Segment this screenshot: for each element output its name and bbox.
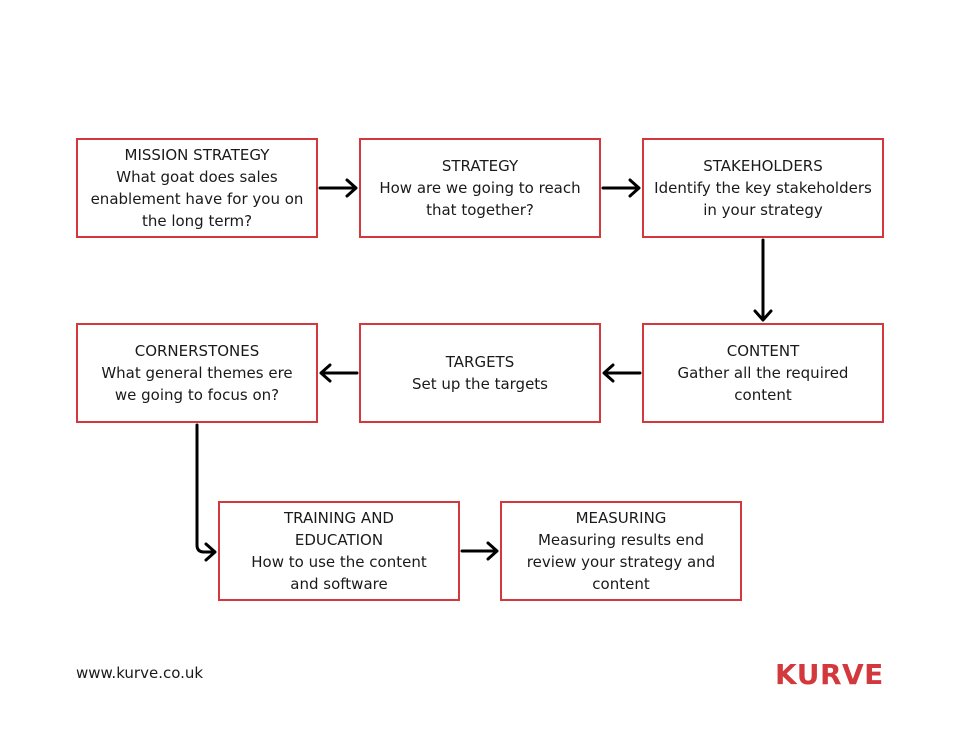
arrow-strategy-to-stakeholders [601,178,641,198]
content-box: CONTENT Gather all the required content [642,323,884,423]
mission-strategy-desc: What goat does sales enablement have for… [90,168,304,230]
strategy-title: STRATEGY [441,157,519,175]
training-education-desc: How to use the content and software [251,553,427,593]
cornerstones-box: CORNERSTONES What general themes ere we … [76,323,318,423]
footer-url[interactable]: www.kurve.co.uk [76,664,204,682]
cornerstones-title: CORNERSTONES [134,342,260,360]
stakeholders-title: STAKEHOLDERS [703,157,823,175]
arrow-mission-to-strategy [318,178,358,198]
training-education-title: TRAINING AND EDUCATION [284,509,394,549]
strategy-box: STRATEGY How are we going to reach that … [359,138,601,238]
arrow-stakeholders-to-content [753,238,773,322]
strategy-desc: How are we going to reach that together? [379,179,581,219]
arrow-content-to-targets [602,363,642,383]
arrow-targets-to-cornerstones [319,363,359,383]
measuring-desc: Measuring results end review your strate… [526,531,716,593]
arrow-cornerstones-to-training [195,423,217,562]
stakeholders-box: STAKEHOLDERS Identify the key stakeholde… [642,138,884,238]
targets-title: TARGETS [445,353,515,371]
training-education-box: TRAINING AND EDUCATION How to use the co… [218,501,460,601]
mission-strategy-box: MISSION STRATEGY What goat does sales en… [76,138,318,238]
measuring-title: MEASURING [575,509,667,527]
targets-box: TARGETS Set up the targets [359,323,601,423]
stakeholders-desc: Identify the key stakeholders in your st… [654,179,872,219]
content-desc: Gather all the required content [677,364,849,404]
targets-desc: Set up the targets [411,375,548,393]
cornerstones-desc: What general themes ere we going to focu… [101,364,293,404]
arrow-training-to-measuring [460,541,499,561]
content-title: CONTENT [726,342,800,360]
kurve-logo: KURVE [775,658,884,691]
mission-strategy-title: MISSION STRATEGY [124,146,270,164]
measuring-box: MEASURING Measuring results end review y… [500,501,742,601]
